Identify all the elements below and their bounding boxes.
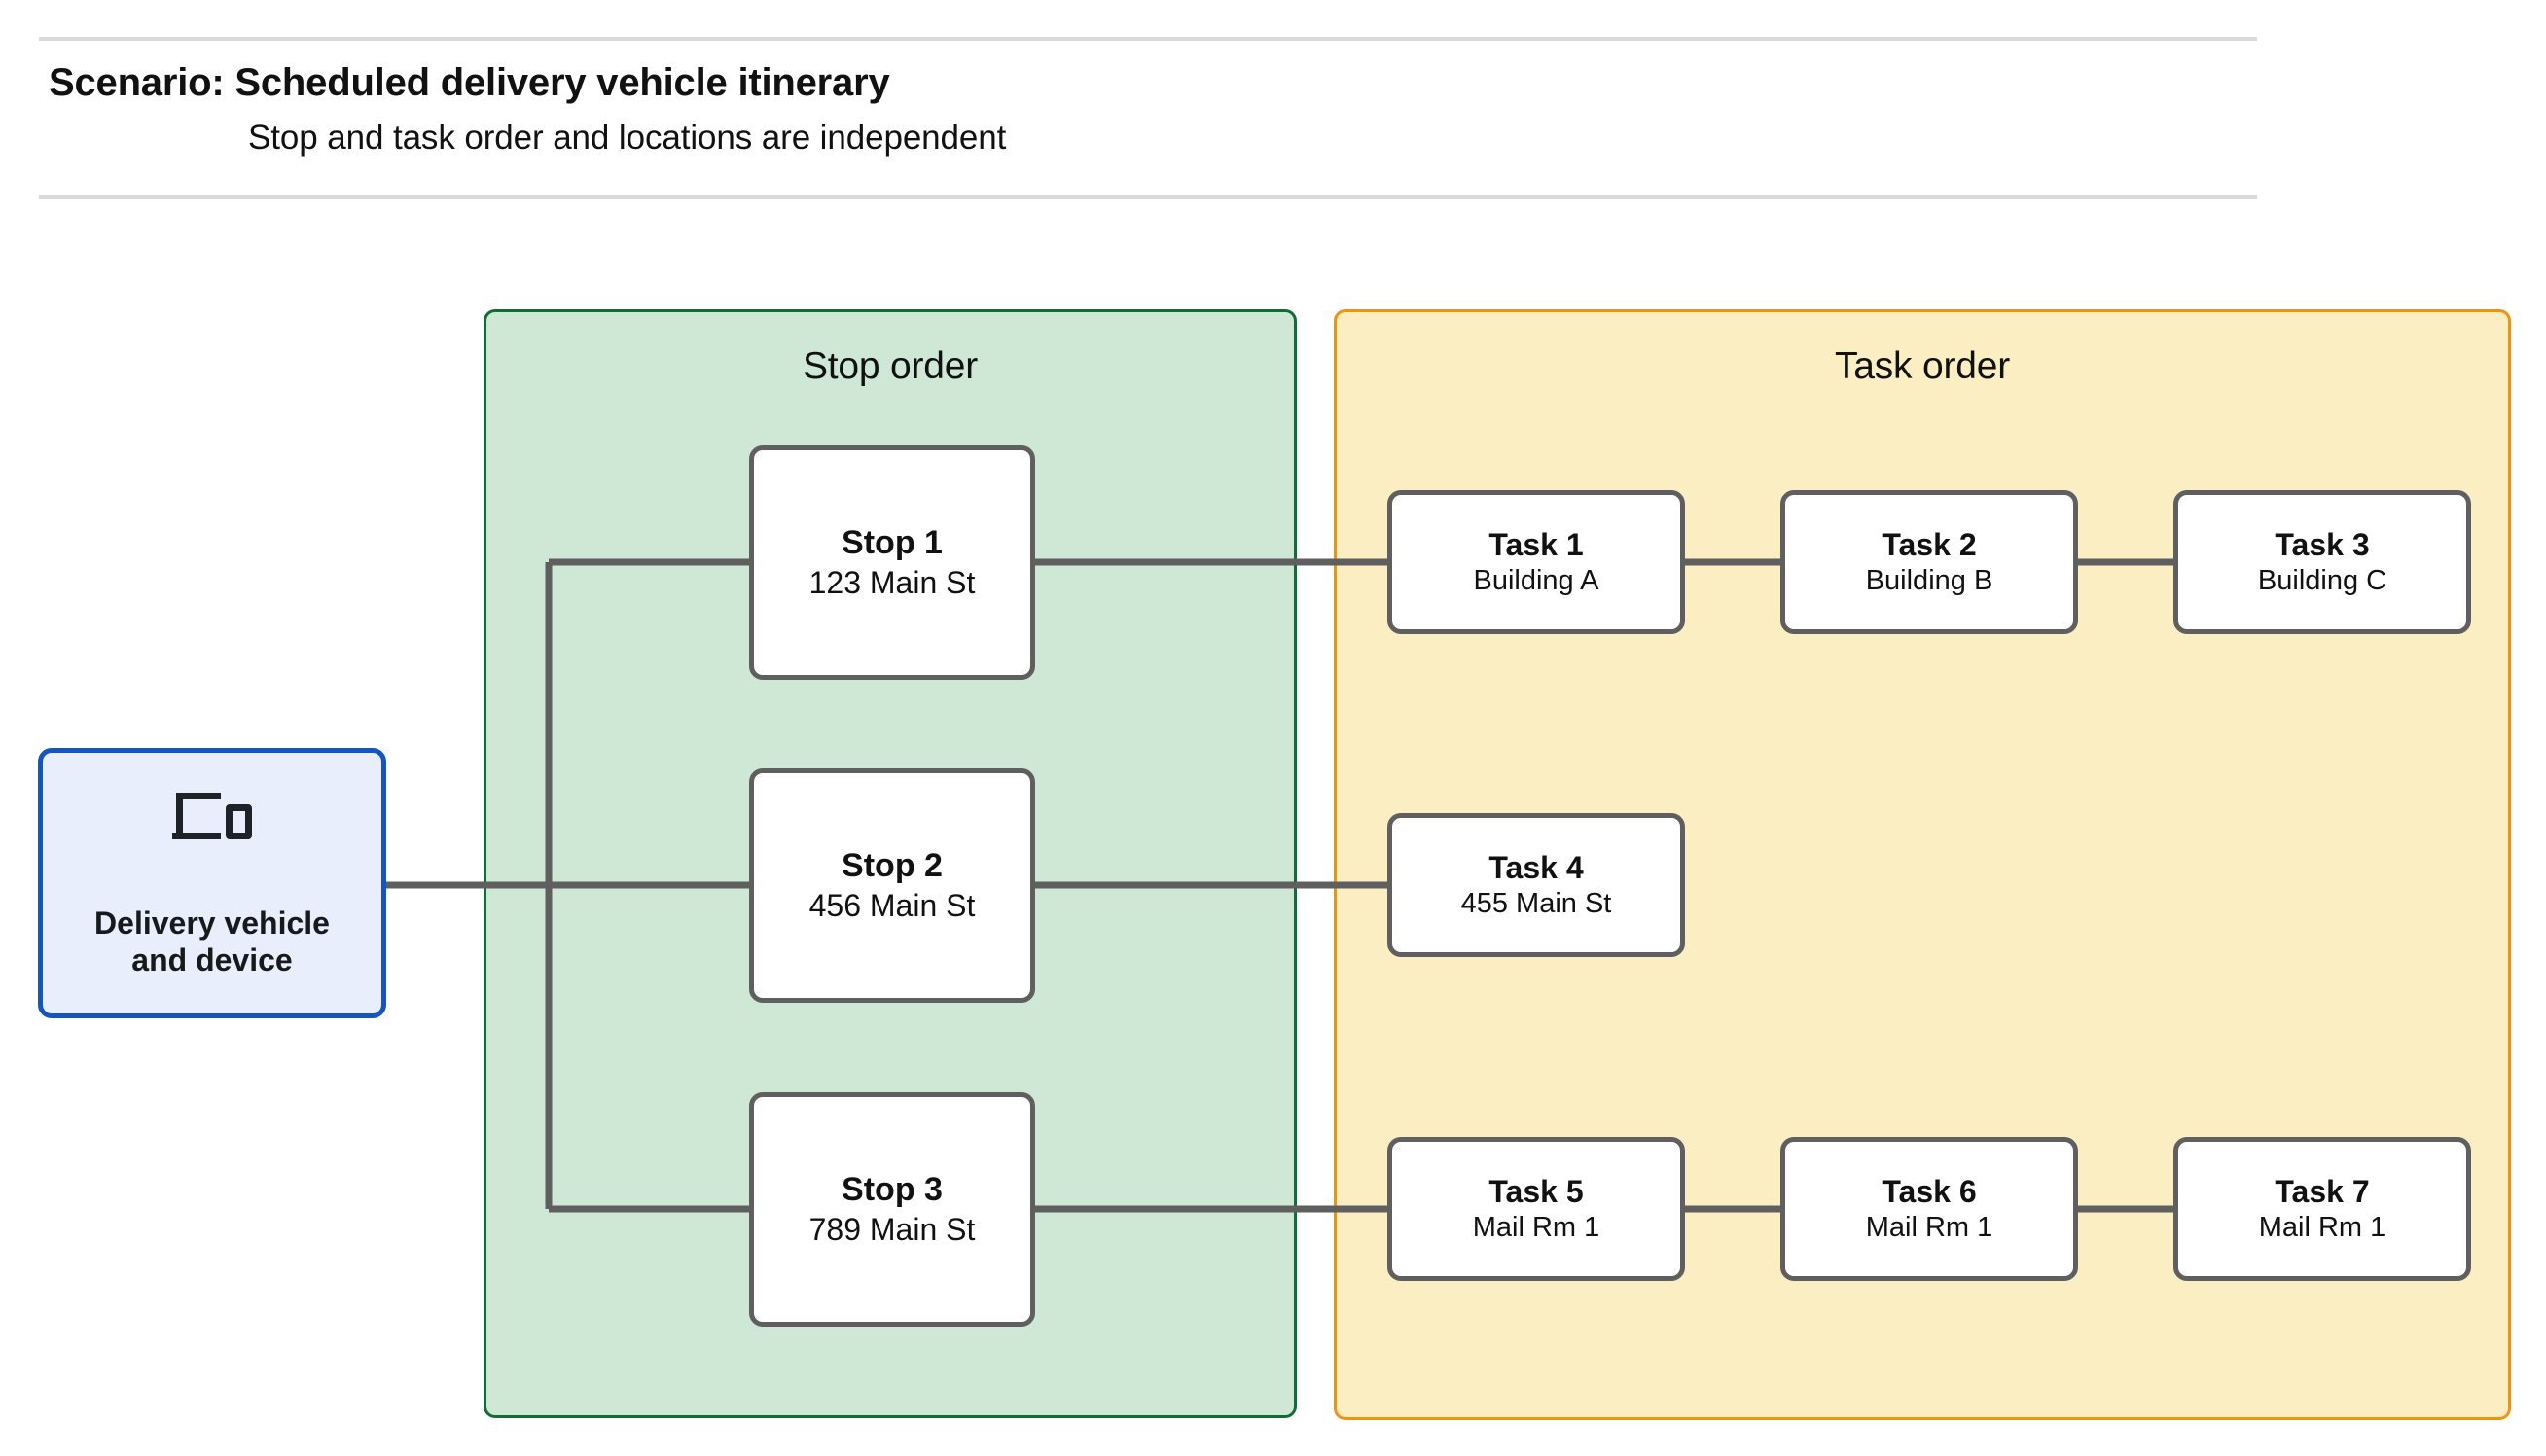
task-title: Task 5 <box>1488 1173 1584 1209</box>
task-location: Mail Rm 1 <box>1865 1211 1993 1243</box>
stop-title: Stop 1 <box>842 523 943 561</box>
task-title: Task 7 <box>2275 1173 2370 1209</box>
header-divider-bottom <box>39 195 2257 199</box>
stop-order-title: Stop order <box>802 345 979 387</box>
task-location: Building B <box>1865 564 1993 596</box>
task-title: Task 2 <box>1882 526 1977 562</box>
task-title: Task 1 <box>1488 526 1584 562</box>
task-order-title: Task order <box>1834 345 2011 387</box>
task-node-1[interactable]: Task 1 Building A <box>1387 490 1685 634</box>
header-divider-top <box>39 37 2257 41</box>
task-title: Task 3 <box>2275 526 2370 562</box>
task-node-2[interactable]: Task 2 Building B <box>1780 490 2078 634</box>
page-title: Scenario: Scheduled delivery vehicle iti… <box>49 61 890 104</box>
stop-location: 789 Main St <box>808 1211 976 1247</box>
task-location: 455 Main St <box>1460 887 1612 919</box>
task-title: Task 4 <box>1488 849 1584 885</box>
page-subtitle: Stop and task order and locations are in… <box>248 119 1007 157</box>
task-title: Task 6 <box>1882 1173 1977 1209</box>
task-node-3[interactable]: Task 3 Building C <box>2173 490 2471 634</box>
task-node-7[interactable]: Task 7 Mail Rm 1 <box>2173 1137 2471 1281</box>
task-node-5[interactable]: Task 5 Mail Rm 1 <box>1387 1137 1685 1281</box>
task-node-4[interactable]: Task 4 455 Main St <box>1387 813 1685 957</box>
task-location: Building A <box>1473 564 1599 596</box>
stop-location: 123 Main St <box>808 564 976 600</box>
stop-title: Stop 3 <box>842 1170 943 1208</box>
stop-node-2[interactable]: Stop 2 456 Main St <box>749 768 1035 1003</box>
stop-title: Stop 2 <box>842 846 943 884</box>
devices-icon <box>172 793 252 840</box>
task-location: Mail Rm 1 <box>1472 1211 1600 1243</box>
task-location: Mail Rm 1 <box>2258 1211 2386 1243</box>
delivery-vehicle-node[interactable]: Delivery vehicle and device <box>38 748 386 1018</box>
task-node-6[interactable]: Task 6 Mail Rm 1 <box>1780 1137 2078 1281</box>
task-location: Building C <box>2257 564 2387 596</box>
delivery-vehicle-label: Delivery vehicle and device <box>94 906 330 977</box>
stop-node-3[interactable]: Stop 3 789 Main St <box>749 1092 1035 1327</box>
stop-location: 456 Main St <box>808 887 976 923</box>
stop-node-1[interactable]: Stop 1 123 Main St <box>749 445 1035 680</box>
